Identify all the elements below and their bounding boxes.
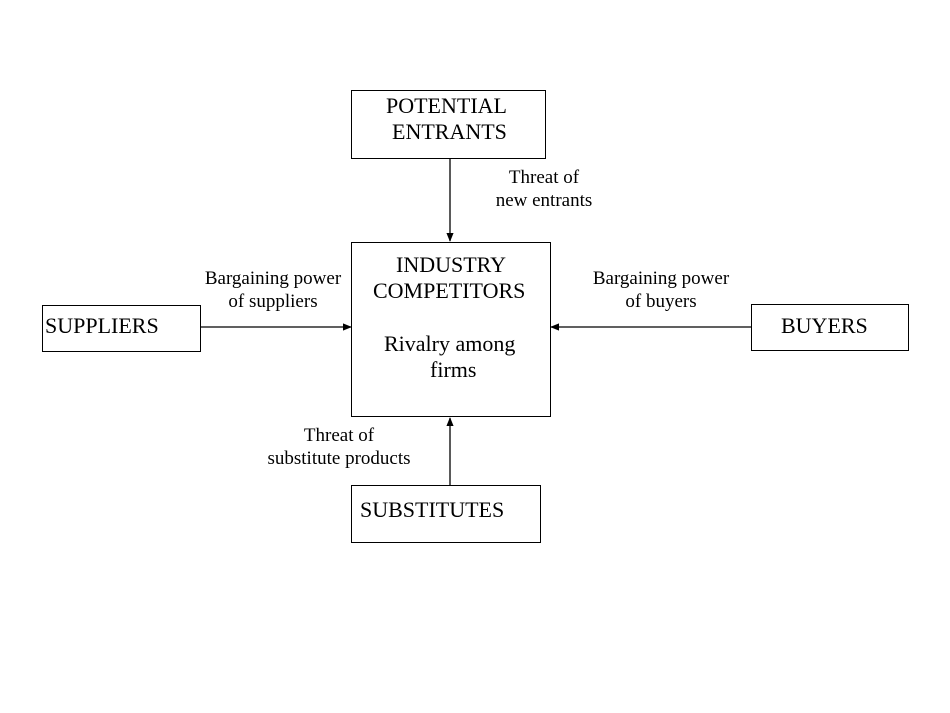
buyer-power-label: Bargaining power of buyers [581, 267, 741, 313]
substitutes-box [351, 485, 541, 543]
substitutes-label: SUBSTITUTES [360, 497, 505, 522]
industry-label-line3: Rivalry among [384, 331, 516, 356]
supplier-power-label: Bargaining power of suppliers [193, 267, 353, 313]
potential-entrants-label-line1: POTENTIAL [386, 93, 507, 118]
industry-label-line2: COMPETITORS [373, 278, 526, 303]
buyers-label: BUYERS [781, 313, 868, 338]
potential-entrants-label-line2: ENTRANTS [392, 119, 507, 144]
supplier-power-line2: of suppliers [228, 291, 318, 312]
substitute-threat-line2: substitute products [267, 448, 411, 469]
buyers-box [751, 304, 909, 351]
industry-label-line4: firms [430, 357, 477, 382]
buyer-power-line1: Bargaining power [592, 268, 730, 289]
supplier-power-line1: Bargaining power [204, 268, 342, 289]
threat-new-entrants-label: Threat of new entrants [484, 166, 604, 212]
suppliers-box [42, 305, 201, 352]
threat-new-entrants-line1: Threat of [508, 167, 580, 188]
threat-new-entrants-line2: new entrants [495, 190, 593, 211]
buyer-power-line2: of buyers [625, 291, 697, 312]
substitute-threat-line1: Threat of [303, 425, 375, 446]
substitute-threat-label: Threat of substitute products [254, 424, 424, 470]
potential-entrants-box [351, 90, 546, 159]
industry-competitors-box [351, 242, 551, 417]
suppliers-label: SUPPLIERS [45, 313, 159, 338]
industry-label-line1: INDUSTRY [396, 252, 507, 277]
